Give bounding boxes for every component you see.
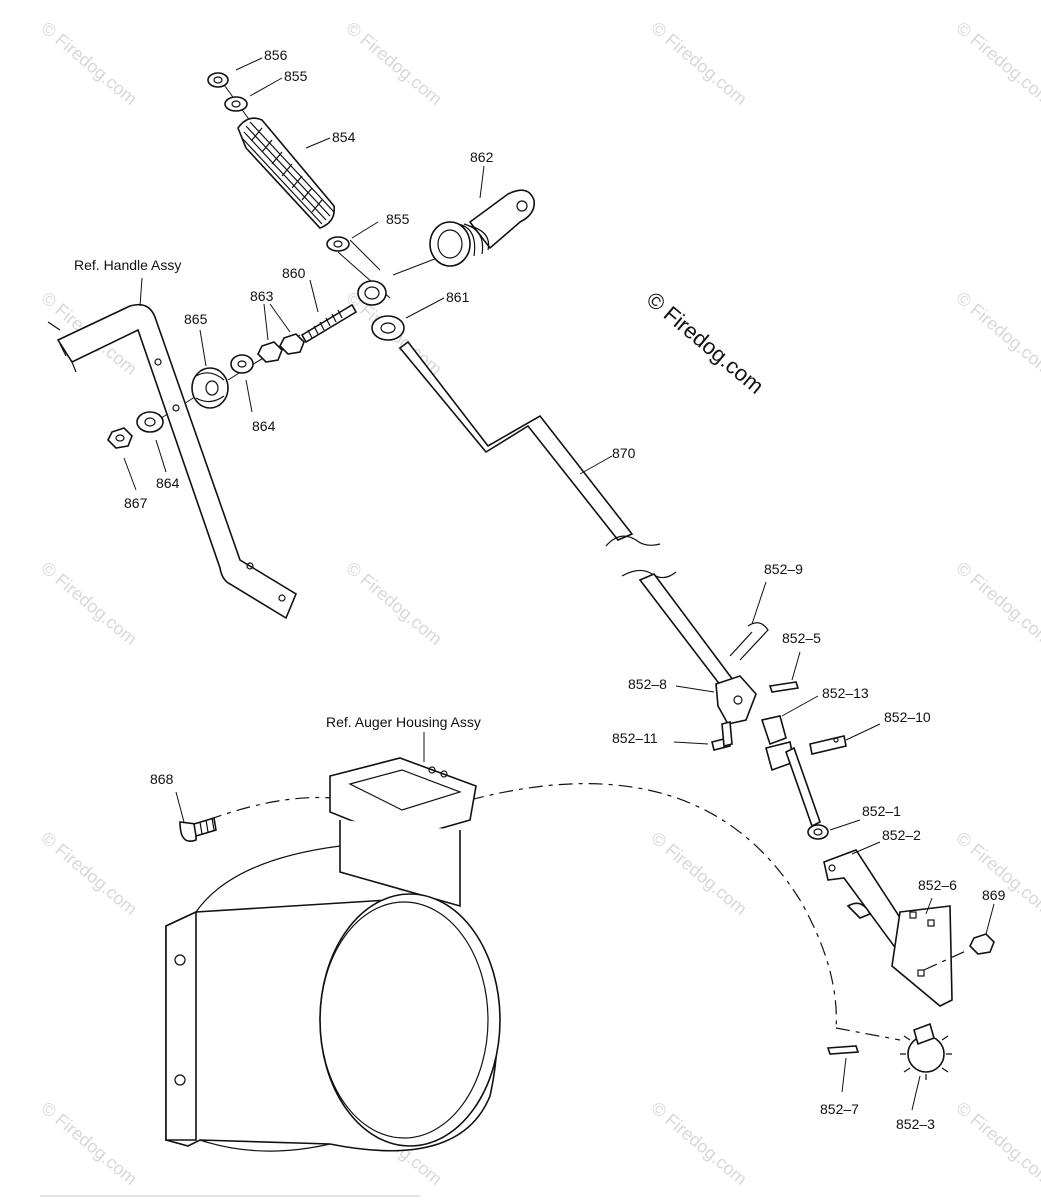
ref-handle-assy-label: Ref. Handle Assy	[74, 257, 181, 273]
label-863: 863	[250, 288, 274, 304]
label-852-8: 852–8	[628, 676, 667, 692]
label-852-5: 852–5	[782, 630, 821, 646]
watermark-tile: © Firedog.com	[342, 558, 445, 649]
label-852-9: 852–9	[764, 561, 803, 577]
watermark-tile: © Firedog.com	[952, 1098, 1041, 1189]
ref-auger-housing-label: Ref. Auger Housing Assy	[326, 714, 481, 730]
watermark-main: © Firedog.com	[642, 287, 769, 399]
part-855-washer-lower	[326, 236, 350, 252]
part-863-nuts	[257, 333, 305, 363]
label-852-7: 852–7	[820, 1101, 859, 1117]
label-861: 861	[446, 289, 470, 305]
part-852-10-pin	[809, 735, 847, 755]
assembly-path-line	[469, 783, 837, 1031]
part-852-6-plate	[891, 905, 953, 1007]
part-852-7-pin	[826, 1045, 860, 1055]
label-864: 864	[252, 418, 276, 434]
watermark-tile: © Firedog.com	[37, 18, 140, 109]
part-864-washer-left	[136, 411, 164, 433]
part-869-nut	[969, 933, 995, 955]
auger-housing	[165, 757, 501, 1152]
part-852-8-clevis	[715, 675, 757, 725]
part-852-3-gear	[900, 1022, 952, 1080]
handle-bracket	[47, 303, 298, 620]
watermark-tile: © Firedog.com	[647, 1098, 750, 1189]
assembly-path-line	[835, 1027, 901, 1041]
label-870: 870	[612, 445, 636, 461]
label-852-3: 852–3	[896, 1116, 935, 1132]
part-852-11-bolt	[711, 720, 733, 751]
watermark-tile: © Firedog.com	[342, 18, 445, 109]
part-870-rod	[398, 340, 738, 692]
watermark-tile: © Firedog.com	[37, 1098, 140, 1189]
part-868-bolt	[179, 816, 217, 842]
part-867-nut	[107, 427, 133, 449]
part-852-5-pin	[768, 681, 800, 693]
part-852-1-washer	[807, 824, 829, 840]
part-864-washer	[230, 354, 254, 374]
label-852-13: 852–13	[822, 685, 869, 701]
label-852-2: 852–2	[882, 827, 921, 843]
leader-lines	[123, 57, 995, 1111]
label-856: 856	[264, 47, 288, 63]
label-864-left: 864	[156, 475, 180, 491]
assembly-axis-line	[349, 239, 381, 271]
watermark-tile: © Firedog.com	[952, 828, 1041, 919]
part-854-grip	[237, 117, 336, 229]
part-861-bushing	[371, 315, 405, 341]
part-852-13-block	[760, 715, 787, 746]
watermark-tile: © Firedog.com	[952, 18, 1041, 109]
label-869: 869	[982, 887, 1006, 903]
label-868: 868	[150, 771, 174, 787]
part-865-pivot	[191, 367, 229, 409]
watermark-tile: © Firedog.com	[952, 288, 1041, 379]
label-854: 854	[332, 129, 356, 145]
part-856-washer	[207, 72, 229, 88]
watermark-tile: © Firedog.com	[37, 558, 140, 649]
label-855: 855	[284, 68, 308, 84]
watermark-tile: © Firedog.com	[37, 828, 140, 919]
part-860-eye-bolt	[300, 280, 387, 344]
watermark-tile: © Firedog.com	[952, 558, 1041, 649]
part-852-9-hairpin	[729, 622, 769, 661]
label-852-1: 852–1	[862, 803, 901, 819]
watermark-tile: © Firedog.com	[647, 828, 750, 919]
label-862: 862	[470, 149, 494, 165]
part-855-washer	[224, 96, 248, 112]
part-862-lever	[429, 189, 536, 267]
label-852-11: 852–11	[612, 730, 658, 746]
label-852-6: 852–6	[918, 877, 957, 893]
assembly-path-line	[207, 796, 351, 821]
label-852-10: 852–10	[884, 709, 931, 725]
watermark-tile: © Firedog.com	[647, 18, 750, 109]
label-867: 867	[124, 495, 148, 511]
label-860: 860	[282, 265, 306, 281]
part-852-rod-lower	[765, 741, 821, 828]
assembly-path-line	[923, 949, 969, 971]
label-855-lower: 855	[386, 211, 410, 227]
label-865: 865	[184, 311, 208, 327]
